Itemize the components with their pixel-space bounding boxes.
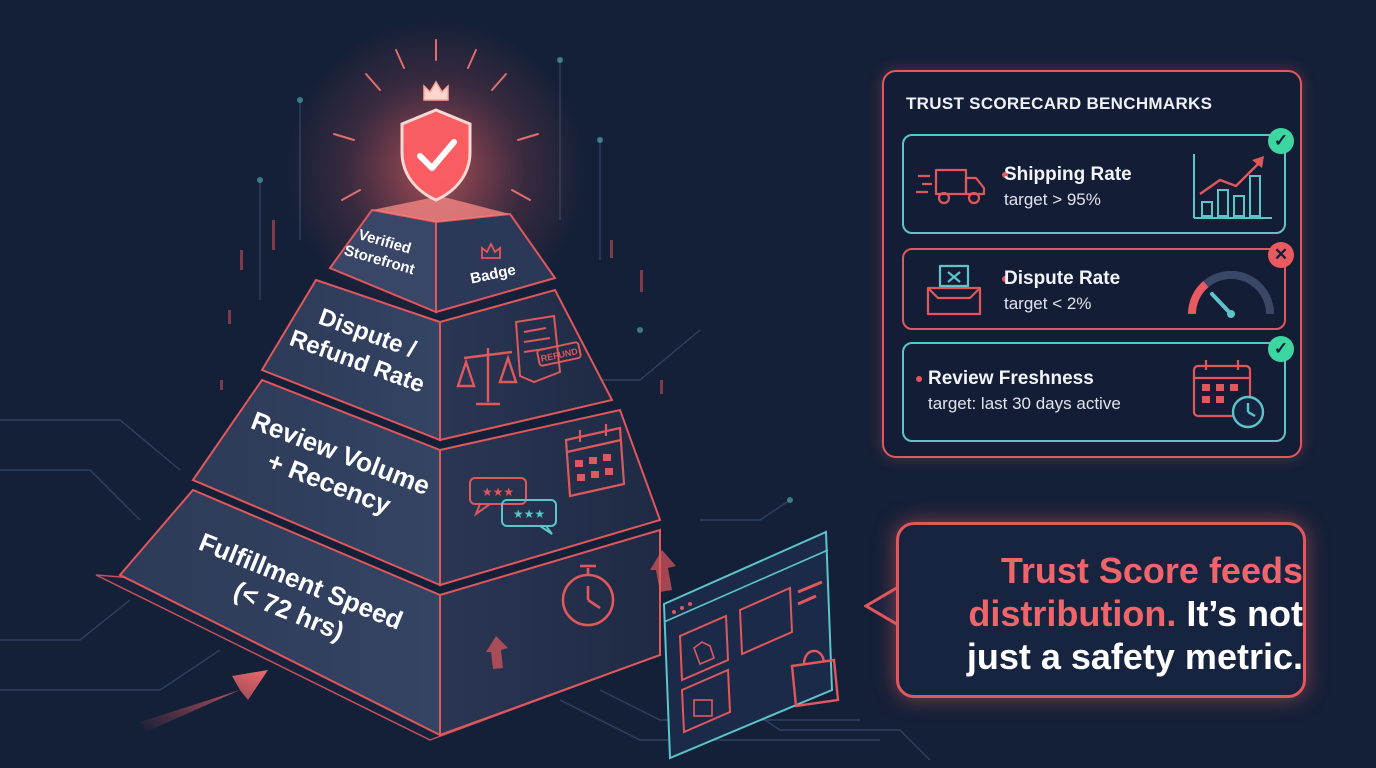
svg-text:★★★: ★★★ <box>482 485 514 499</box>
review-freshness-card: Review Freshness target: last 30 days ac… <box>902 336 1294 442</box>
scorecard-title: TRUST SCORECARD BENCHMARKS <box>906 94 1213 113</box>
shield-check-icon <box>333 39 539 202</box>
dispute-bullet <box>1002 276 1008 282</box>
stopwatch-icon <box>561 564 615 627</box>
scales-icon <box>456 348 518 406</box>
growth-arrow-icon <box>140 670 268 732</box>
dispute-rate-card: Dispute Rate target < 2% ✕ <box>902 242 1294 330</box>
tier-1-right-face <box>435 212 557 314</box>
review-bubbles-icon: ★★★ ★★★ <box>469 477 557 535</box>
shipping-rate-target: target > 95% <box>1004 190 1101 209</box>
review-bullet <box>916 376 922 382</box>
gauge-icon <box>1187 270 1275 318</box>
bar-chart-icon <box>1193 154 1272 219</box>
tier-2-right-face <box>439 288 614 442</box>
calendar-clock-icon <box>1192 360 1265 429</box>
small-crown-icon <box>481 241 501 259</box>
shipping-bullet <box>1002 172 1008 178</box>
dispute-rate-name: Dispute Rate <box>1004 268 1121 289</box>
svg-text:★★★: ★★★ <box>513 507 545 521</box>
trust-scorecard-panel: TRUST SCORECARD BENCHMARKS Shipping Rate… <box>882 70 1302 458</box>
receipt-icon <box>514 314 582 384</box>
shipping-rate-name: Shipping Rate <box>1004 164 1132 185</box>
shipping-pass-icon: ✓ <box>1268 128 1294 154</box>
dispute-fail-icon: ✕ <box>1268 242 1294 268</box>
crown-icon <box>423 80 449 101</box>
shopping-bag-icon <box>790 649 840 708</box>
callout-accent-text: Trust Score feeds distribution. <box>968 550 1303 634</box>
callout-plain-text: It’s not just a safety metric. <box>966 593 1303 677</box>
shipping-rate-card: Shipping Rate target > 95% ✓ <box>902 128 1294 234</box>
review-pass-icon: ✓ <box>1268 336 1294 362</box>
callout-text: Trust Score feeds distribution. It’s not… <box>923 549 1303 678</box>
review-freshness-name: Review Freshness <box>928 368 1094 389</box>
tier-3-right-face <box>439 408 662 587</box>
truck-icon <box>916 168 986 205</box>
calendar-icon <box>564 424 626 498</box>
up-arrow-icon <box>486 550 676 669</box>
distribution-callout: Trust Score feeds distribution. It’s not… <box>896 522 1306 698</box>
tier-1-top-face <box>372 196 510 222</box>
circuit-nodes <box>257 57 793 503</box>
dispute-rate-target: target < 2% <box>1004 294 1092 313</box>
inbox-icon <box>926 264 982 316</box>
review-freshness-target: target: last 30 days active <box>928 394 1121 413</box>
storefront-window-icon <box>662 530 834 760</box>
